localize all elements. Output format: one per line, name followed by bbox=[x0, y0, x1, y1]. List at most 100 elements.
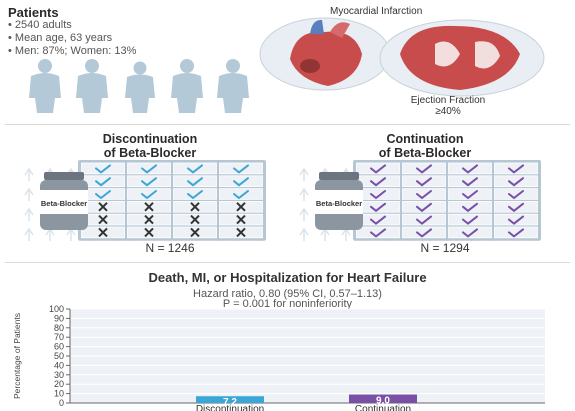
check-icon bbox=[416, 215, 432, 225]
check-cell bbox=[127, 162, 171, 175]
check-icon bbox=[508, 177, 524, 187]
y-tick-label: 20 bbox=[54, 379, 64, 389]
n-label-continuation: N = 1294 bbox=[420, 241, 470, 255]
check-icon bbox=[508, 190, 524, 200]
bar bbox=[349, 394, 417, 403]
check-cell bbox=[448, 201, 492, 213]
y-tick-label: 80 bbox=[54, 323, 64, 333]
check-icon bbox=[416, 177, 432, 187]
category-label: Discontinuation bbox=[196, 404, 264, 411]
check-icon bbox=[95, 164, 111, 174]
person-icon bbox=[171, 59, 203, 113]
check-icon bbox=[416, 228, 432, 238]
check-cell bbox=[173, 175, 217, 188]
bar-value-label: 7.2 bbox=[223, 397, 237, 408]
cross-icon bbox=[144, 227, 154, 238]
check-icon bbox=[508, 215, 524, 225]
check-icon bbox=[508, 164, 524, 174]
check-cell bbox=[402, 213, 446, 226]
y-tick-label: 40 bbox=[54, 360, 64, 370]
cross-icon bbox=[190, 214, 200, 225]
check-cell bbox=[81, 175, 125, 188]
check-icon bbox=[462, 190, 478, 200]
check-cell bbox=[219, 188, 263, 200]
check-cell bbox=[448, 175, 492, 188]
check-cell bbox=[356, 162, 400, 175]
check-cell bbox=[81, 162, 125, 175]
cross-icon bbox=[236, 214, 246, 225]
cross-cell bbox=[219, 201, 263, 213]
category-label: Continuation bbox=[355, 404, 411, 411]
hazard-ratio: Hazard ratio, 0.80 (95% CI, 0.57–1.13) bbox=[193, 288, 382, 300]
check-cell bbox=[448, 226, 492, 239]
check-cell bbox=[448, 188, 492, 200]
bar bbox=[196, 396, 264, 403]
mi-label: Myocardial Infarction bbox=[330, 6, 423, 17]
check-icon bbox=[508, 228, 524, 238]
p-value: P = 0.001 for noninferiority bbox=[222, 298, 353, 310]
bottle-label: Beta-Blocker bbox=[41, 199, 87, 208]
check-cell bbox=[402, 162, 446, 175]
y-tick-label: 50 bbox=[54, 351, 64, 361]
cross-icon bbox=[98, 227, 108, 238]
y-tick-label: 10 bbox=[54, 389, 64, 399]
check-icon bbox=[141, 164, 157, 174]
y-tick-label: 70 bbox=[54, 332, 64, 342]
y-tick-label: 60 bbox=[54, 342, 64, 352]
y-axis-label: Percentage of Patients bbox=[12, 313, 22, 399]
y-tick-label: 30 bbox=[54, 370, 64, 380]
person-icon bbox=[125, 61, 155, 113]
check-icon bbox=[416, 190, 432, 200]
check-icon bbox=[462, 215, 478, 225]
patients-line: • 2540 adults bbox=[8, 19, 72, 31]
check-icon bbox=[462, 228, 478, 238]
outcome-title: Death, MI, or Hospitalization for Heart … bbox=[148, 270, 427, 285]
cross-cell bbox=[173, 226, 217, 239]
cross-icon bbox=[98, 202, 108, 212]
check-cell bbox=[356, 175, 400, 188]
check-cell bbox=[219, 162, 263, 175]
pill-grid-discontinuation: Beta-Blocker bbox=[20, 160, 270, 242]
check-cell bbox=[402, 226, 446, 239]
check-icon bbox=[370, 228, 386, 238]
check-icon bbox=[370, 164, 386, 174]
patients-title: Patients bbox=[8, 5, 59, 20]
check-icon bbox=[462, 177, 478, 187]
bar-value-label: 9.0 bbox=[376, 396, 390, 407]
pill-bottle-icon: Beta-Blocker bbox=[40, 172, 88, 230]
check-icon bbox=[462, 164, 478, 174]
check-icon bbox=[187, 190, 203, 200]
check-cell bbox=[173, 188, 217, 200]
person-icon bbox=[29, 59, 61, 113]
check-icon bbox=[462, 202, 478, 213]
heart-illustration bbox=[259, 17, 545, 97]
cross-cell bbox=[173, 213, 217, 226]
cross-icon bbox=[190, 227, 200, 238]
check-icon bbox=[233, 190, 249, 200]
check-cell bbox=[494, 226, 538, 239]
person-icon bbox=[217, 59, 249, 113]
check-icon bbox=[95, 177, 111, 187]
check-icon bbox=[416, 202, 432, 213]
check-icon bbox=[141, 177, 157, 187]
check-cell bbox=[402, 188, 446, 200]
check-cell bbox=[494, 162, 538, 175]
divider bbox=[5, 262, 570, 263]
y-tick-label: 0 bbox=[59, 398, 64, 408]
ejection-fraction-label: Ejection Fraction ≥40% bbox=[410, 95, 486, 117]
check-icon bbox=[370, 190, 386, 200]
check-icon bbox=[141, 190, 157, 200]
check-cell bbox=[219, 175, 263, 188]
check-icon bbox=[370, 202, 386, 213]
cross-icon bbox=[98, 214, 108, 225]
cross-cell bbox=[81, 201, 125, 213]
cross-cell bbox=[173, 201, 217, 213]
check-cell bbox=[127, 188, 171, 200]
cross-icon bbox=[144, 202, 154, 212]
pill-bottle-icon: Beta-Blocker bbox=[315, 172, 363, 230]
check-cell bbox=[173, 162, 217, 175]
check-cell bbox=[494, 201, 538, 213]
check-cell bbox=[494, 175, 538, 188]
cross-icon bbox=[236, 227, 246, 238]
